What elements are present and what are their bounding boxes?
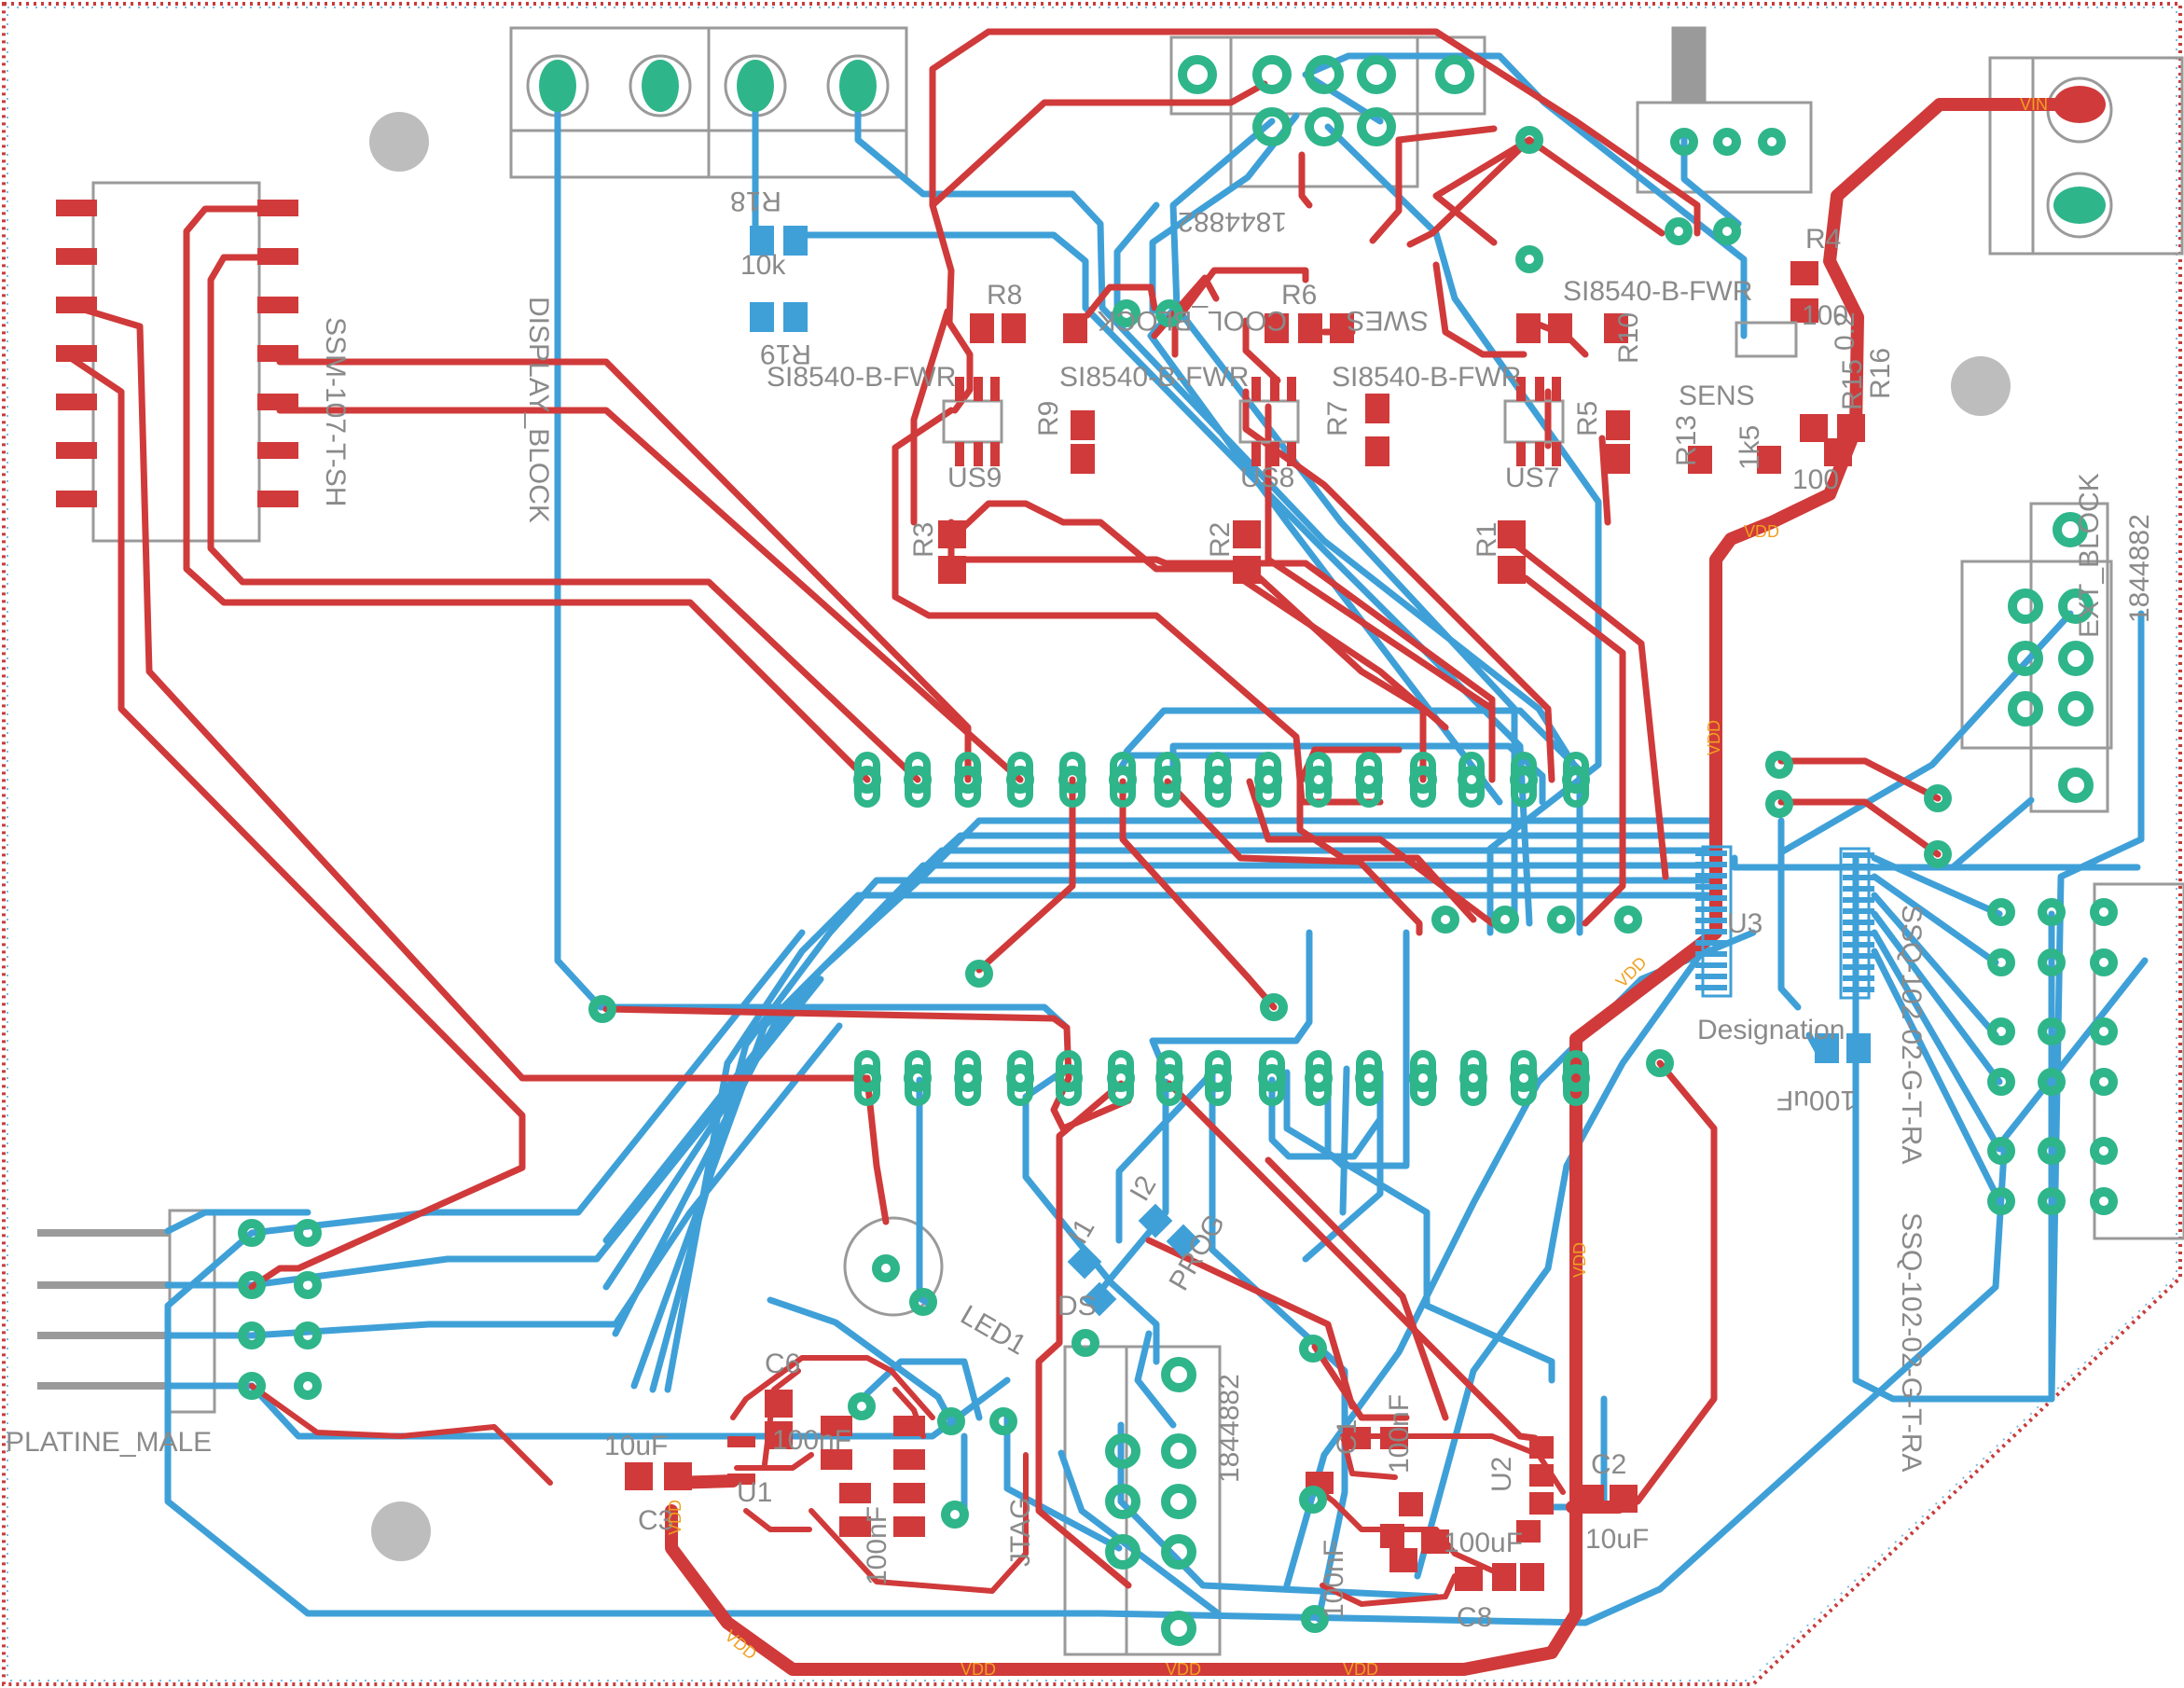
label-c1: C1 <box>1332 1419 1362 1455</box>
label-swes: SWES <box>1347 305 1429 336</box>
label-r18: R18 <box>730 186 781 216</box>
label-c3: C3 <box>638 1505 673 1536</box>
label-100-a: 100 <box>1802 300 1848 331</box>
label-ssq-b: SSQ-102-02-G-T-RA <box>1896 1212 1927 1472</box>
label-100-b: 100 <box>1792 464 1839 495</box>
label-ssq-a: SSQ-102-02-G-T-RA <box>1896 905 1927 1164</box>
label-cool-block: COOL_BLOCK <box>1098 305 1287 336</box>
label-r7: R7 <box>1322 401 1353 436</box>
label-vdd-4: VDD <box>1570 1242 1589 1278</box>
label-1844882-bottom: 1844882 <box>1214 1374 1245 1483</box>
label-si8540-c: SI8540-B-FWR <box>1332 362 1521 393</box>
pads-through-hole <box>238 55 2118 1646</box>
label-r1: R1 <box>1472 522 1502 558</box>
label-u1: U1 <box>737 1477 772 1508</box>
label-vdd-6: VDD <box>1166 1660 1201 1679</box>
label-jtag: JTAG <box>1005 1498 1036 1567</box>
label-10uf-b: 10uF <box>1585 1524 1649 1555</box>
pads-bottom <box>750 226 1874 1317</box>
label-u3: U3 <box>1727 908 1762 939</box>
label-1844882-top: 1844882 <box>1178 206 1287 237</box>
label-r6: R6 <box>1281 280 1317 311</box>
label-ext-block: EXT_BLOCK <box>2074 473 2105 638</box>
label-r3: R3 <box>908 522 939 558</box>
label-1k5: 1k5 <box>1735 425 1765 470</box>
header-pins <box>854 752 1589 1106</box>
terminal-vin-pad <box>2053 86 2106 123</box>
board-outline-blue <box>7 7 2177 1681</box>
label-10uf-a: 10uF <box>604 1431 668 1461</box>
label-vdd-8: VDD <box>721 1626 760 1664</box>
silk-labels: R18 10k R19 DISPLAY_BLOCK SSM-107-T-SH 1… <box>6 186 2155 1633</box>
label-us7: US7 <box>1505 463 1559 493</box>
label-100uf: 100uF <box>1776 1085 1856 1115</box>
pads-top <box>56 200 1865 1591</box>
label-1844882-right: 1844882 <box>2124 514 2155 623</box>
label-platine-male: PLATINE_MALE <box>6 1427 212 1458</box>
label-vdd-1: VDD <box>1744 522 1779 541</box>
label-u2: U2 <box>1486 1457 1517 1492</box>
label-r9: R9 <box>1033 401 1064 436</box>
label-i1: I1 <box>1062 1213 1100 1249</box>
label-r2: R2 <box>1205 522 1236 558</box>
label-r8: R8 <box>987 280 1022 311</box>
label-c2: C2 <box>1591 1449 1626 1480</box>
label-led1: LED1 <box>956 1299 1031 1361</box>
label-r10: R10 <box>1613 312 1644 364</box>
label-si8540-d: SI8540-B-FWR <box>1563 276 1752 307</box>
label-r15: R15 <box>1837 359 1868 410</box>
label-c8: C8 <box>1457 1602 1492 1633</box>
label-designation: Designation <box>1697 1015 1845 1045</box>
label-sens: SENS <box>1679 380 1755 411</box>
label-us8: US8 <box>1240 463 1294 493</box>
label-r13: R13 <box>1671 415 1702 466</box>
terminal-pads <box>539 60 2106 224</box>
label-vdd-5: VDD <box>961 1660 996 1679</box>
label-vin: VIN <box>2020 95 2048 114</box>
label-vdd-9: VDD <box>666 1500 684 1535</box>
label-r4: R4 <box>1805 224 1841 255</box>
label-si8540-b: SI8540-B-FWR <box>1059 362 1249 393</box>
label-ssm107: SSM-107-T-SH <box>320 317 351 506</box>
mounting-holes <box>369 112 2011 1561</box>
label-10k: 10k <box>740 250 786 281</box>
label-r5: R5 <box>1572 401 1603 436</box>
label-i2: I2 <box>1124 1170 1162 1206</box>
label-100nf-b: 100nF <box>862 1506 892 1585</box>
label-vdd-2: VDD <box>1705 720 1723 755</box>
label-100uf-b: 100uF <box>1444 1528 1523 1558</box>
label-100nf-a: 100nF <box>772 1425 851 1456</box>
label-100nf-d: 100nF <box>1319 1540 1349 1619</box>
label-display-block: DISPLAY_BLOCK <box>523 297 554 523</box>
label-100nf-c: 100nF <box>1384 1394 1415 1474</box>
label-r19: R19 <box>760 339 811 369</box>
label-us9: US9 <box>947 463 1002 493</box>
label-ds: DS <box>1057 1291 1097 1321</box>
label-02: 0.2 <box>1830 311 1860 351</box>
label-si8540-a: SI8540-B-FWR <box>767 362 956 393</box>
label-vdd-7: VDD <box>1343 1660 1378 1679</box>
label-c6: C6 <box>765 1349 800 1379</box>
label-r16: R16 <box>1865 348 1896 399</box>
